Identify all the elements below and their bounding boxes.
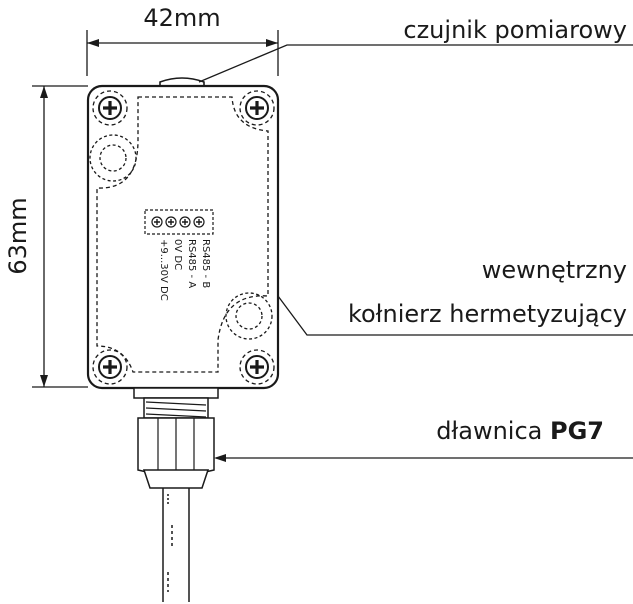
height-label: 63mm	[4, 197, 32, 274]
gland-callout-type: PG7	[550, 417, 604, 445]
terminal-label-1: +9...30V DC	[158, 239, 169, 301]
width-dimension	[86, 30, 279, 76]
gland-callout-prefix: dławnica	[436, 417, 550, 445]
terminal-label-2: 0V DC	[172, 239, 183, 270]
inner-flange-outline	[96, 96, 269, 373]
gland-callout-label: dławnica PG7	[436, 417, 604, 445]
screw-bottom-left	[92, 349, 128, 385]
enclosure-outer	[86, 84, 280, 390]
terminal-block	[144, 209, 214, 235]
terminal-screws	[151, 216, 205, 228]
cable-gland	[133, 387, 219, 489]
terminal-label-4: RS485 - B	[200, 239, 211, 288]
width-label: 42mm	[143, 4, 220, 32]
mounting-hole-bottom-right	[225, 292, 273, 340]
screw-top-right	[239, 90, 275, 126]
flange-callout-label-2: kołnierz hermetyzujący	[348, 300, 627, 328]
screw-bottom-right	[239, 349, 275, 385]
screw-top-left	[92, 90, 128, 126]
height-dimension	[32, 85, 88, 388]
mounting-hole-top-left	[89, 134, 137, 182]
terminal-label-3: RS485 - A	[186, 239, 197, 288]
cable	[162, 488, 190, 602]
gland-arrow	[214, 454, 226, 462]
callout-lines	[198, 44, 633, 459]
flange-callout-label-1: wewnętrzny	[482, 256, 627, 284]
sensor-callout-label: czujnik pomiarowy	[403, 16, 627, 44]
